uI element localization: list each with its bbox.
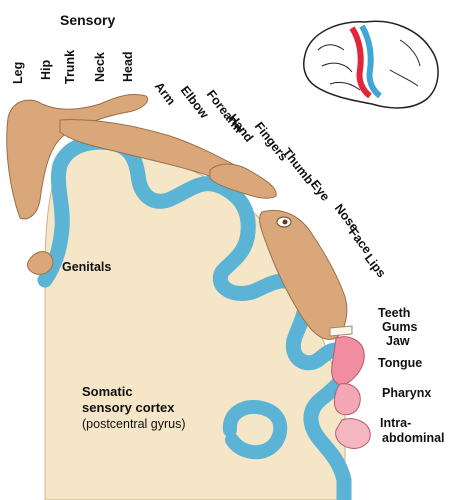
- homunculus-pupil: [282, 219, 288, 225]
- homunculus-teeth: [329, 325, 353, 337]
- homunculus-hand: [209, 163, 277, 199]
- label-abdominal: abdominal: [382, 431, 445, 445]
- label-gums: Gums: [382, 320, 418, 334]
- label-trunk: Trunk: [63, 49, 77, 84]
- label-teeth: Teeth: [378, 306, 411, 320]
- diagram-title: Sensory: [60, 12, 116, 28]
- cortex-label-line2: sensory cortex: [82, 400, 175, 415]
- homunculus-tongue: [331, 336, 365, 386]
- label-leg: Leg: [11, 61, 25, 84]
- homunculus-genitals: [27, 251, 54, 275]
- label-intra: Intra-: [380, 416, 412, 430]
- cortex-band-inner-fold: [223, 399, 288, 460]
- brain-locator-illustration: [303, 20, 439, 109]
- label-hip: Hip: [39, 59, 53, 80]
- cortex-label-line1: Somatic: [82, 384, 133, 399]
- homunculus-pharynx: [333, 383, 361, 416]
- label-genitals: Genitals: [62, 260, 112, 274]
- homunculus-abdominal: [335, 418, 371, 449]
- label-pharynx: Pharynx: [382, 386, 432, 400]
- homunculus-leg: [6, 93, 148, 220]
- label-jaw: Jaw: [386, 334, 410, 348]
- label-head: Head: [121, 51, 135, 82]
- label-neck: Neck: [93, 52, 107, 82]
- cortex-label-line3: (postcentral gyrus): [82, 417, 186, 431]
- label-tongue: Tongue: [378, 356, 423, 370]
